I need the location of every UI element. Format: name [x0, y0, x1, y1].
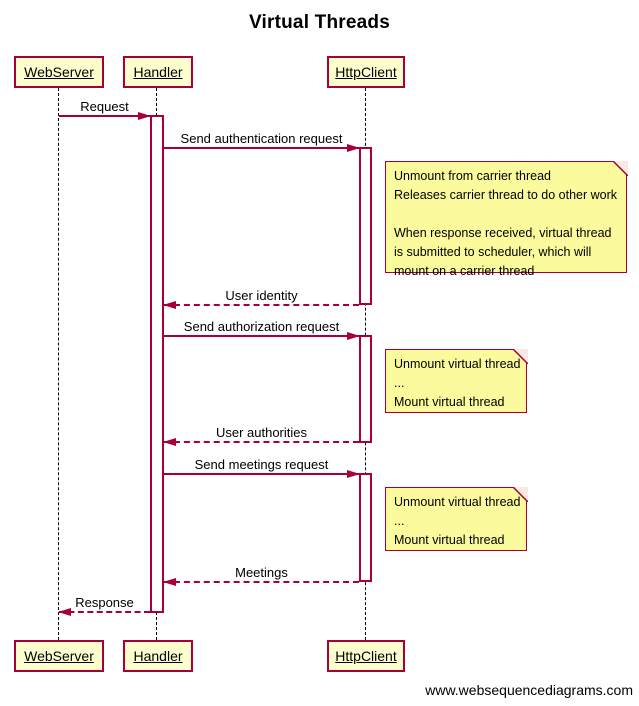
note-fold-icon	[512, 348, 528, 364]
message-send-authentication-request: Send authentication request	[164, 131, 360, 152]
note-carrier-thread: Unmount from carrier thread Releases car…	[385, 160, 628, 278]
message-label: Request	[80, 99, 129, 114]
note-text-line: is submitted to scheduler, which will	[394, 245, 592, 259]
note-fold-icon	[612, 160, 628, 176]
message-user-identity: User identity	[163, 288, 359, 309]
actor-webserver-bottom: WebServer	[14, 640, 104, 672]
note-text-line: ...	[394, 514, 405, 528]
actor-handler-top: Handler	[123, 56, 193, 88]
activation-bar-httpclient-1	[359, 147, 372, 305]
message-line	[59, 115, 150, 117]
message-send-authorization-request: Send authorization request	[164, 319, 360, 340]
diagram-title: Virtual Threads	[249, 12, 390, 33]
arrowhead-icon	[347, 144, 360, 152]
message-label: Response	[75, 595, 134, 610]
note-text-line: Unmount virtual thread	[394, 495, 521, 509]
actor-label: Handler	[133, 64, 183, 80]
note-fold-icon	[512, 486, 528, 502]
message-line	[59, 611, 150, 613]
arrowhead-icon	[163, 301, 176, 309]
message-label: Send authorization request	[183, 319, 340, 334]
message-line	[164, 147, 359, 149]
note-text-line: Mount virtual thread	[394, 533, 505, 547]
websequencediagrams-watermark: www.websequencediagrams.com	[425, 682, 633, 698]
message-line	[164, 441, 359, 443]
note-virtual-thread-1: Unmount virtual thread ... Mount virtual…	[385, 348, 528, 413]
actor-label: WebServer	[24, 64, 94, 80]
note-text-line: When response received, virtual thread	[394, 226, 612, 240]
message-label: User identity	[225, 288, 298, 303]
note-virtual-thread-2: Unmount virtual thread ... Mount virtual…	[385, 486, 528, 551]
arrowhead-icon	[347, 332, 360, 340]
message-user-authorities: User authorities	[163, 425, 359, 446]
actor-label: HttpClient	[335, 64, 397, 80]
message-response: Response	[58, 595, 150, 616]
message-meetings: Meetings	[163, 565, 359, 586]
actor-webserver-top: WebServer	[14, 56, 104, 88]
note-text-line: Unmount from carrier thread	[394, 169, 552, 183]
message-send-meetings-request: Send meetings request	[164, 457, 360, 478]
note-text-line: Mount virtual thread	[394, 395, 505, 409]
message-label: Meetings	[235, 565, 288, 580]
actor-label: HttpClient	[335, 648, 397, 664]
arrowhead-icon	[347, 470, 360, 478]
arrowhead-icon	[163, 438, 176, 446]
message-label: User authorities	[215, 425, 308, 440]
actor-label: WebServer	[24, 648, 94, 664]
message-label: Send authentication request	[180, 131, 343, 146]
message-line	[164, 581, 359, 583]
actor-httpclient-top: HttpClient	[327, 56, 405, 88]
actor-label: Handler	[133, 648, 183, 664]
note-text-line	[394, 205, 622, 224]
arrowhead-icon	[163, 578, 176, 586]
activation-bar-handler	[150, 115, 164, 613]
lifeline-webserver	[58, 88, 59, 640]
actor-httpclient-bottom: HttpClient	[327, 640, 405, 672]
message-line	[164, 335, 359, 337]
activation-bar-httpclient-2	[359, 335, 372, 443]
note-text-line: Unmount virtual thread	[394, 357, 521, 371]
message-request: Request	[59, 99, 151, 120]
arrowhead-icon	[58, 608, 71, 616]
arrowhead-icon	[138, 112, 151, 120]
note-text-line: mount on a carrier thread	[394, 264, 535, 278]
actor-handler-bottom: Handler	[123, 640, 193, 672]
message-line	[164, 304, 359, 306]
message-label: Send meetings request	[194, 457, 329, 472]
message-line	[164, 473, 359, 475]
note-text-line: Releases carrier thread to do other work	[394, 188, 618, 202]
note-text-line: ...	[394, 376, 405, 390]
activation-bar-httpclient-3	[359, 473, 372, 582]
